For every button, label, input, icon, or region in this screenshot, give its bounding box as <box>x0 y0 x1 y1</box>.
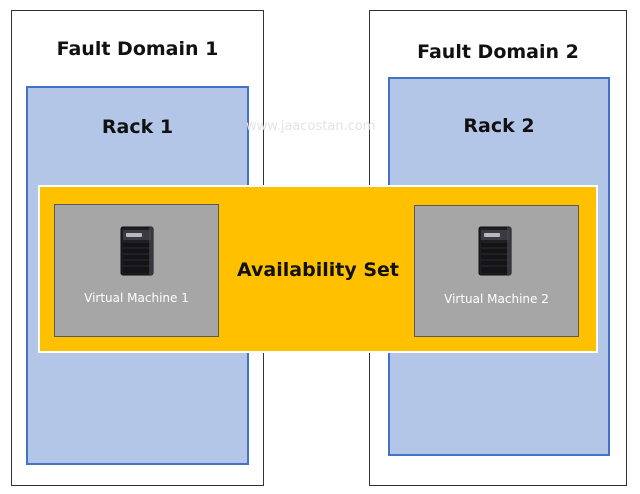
server-icon <box>478 226 512 276</box>
rack-2-title: Rack 2 <box>463 115 535 137</box>
rack-1-title: Rack 1 <box>101 116 174 138</box>
fault-domain-1-title: Fault Domain 1 <box>56 38 219 60</box>
virtual-machine-1-label: Virtual Machine 1 <box>84 291 189 305</box>
virtual-machine-2: Virtual Machine 2 <box>414 205 579 337</box>
virtual-machine-1: Virtual Machine 1 <box>54 204 219 337</box>
availability-set-label: Availability Set <box>237 259 399 281</box>
server-icon <box>120 226 154 276</box>
virtual-machine-2-label: Virtual Machine 2 <box>444 292 549 306</box>
fault-domain-2-title: Fault Domain 2 <box>417 41 579 63</box>
watermark: www.jaacostan.com <box>246 119 376 134</box>
